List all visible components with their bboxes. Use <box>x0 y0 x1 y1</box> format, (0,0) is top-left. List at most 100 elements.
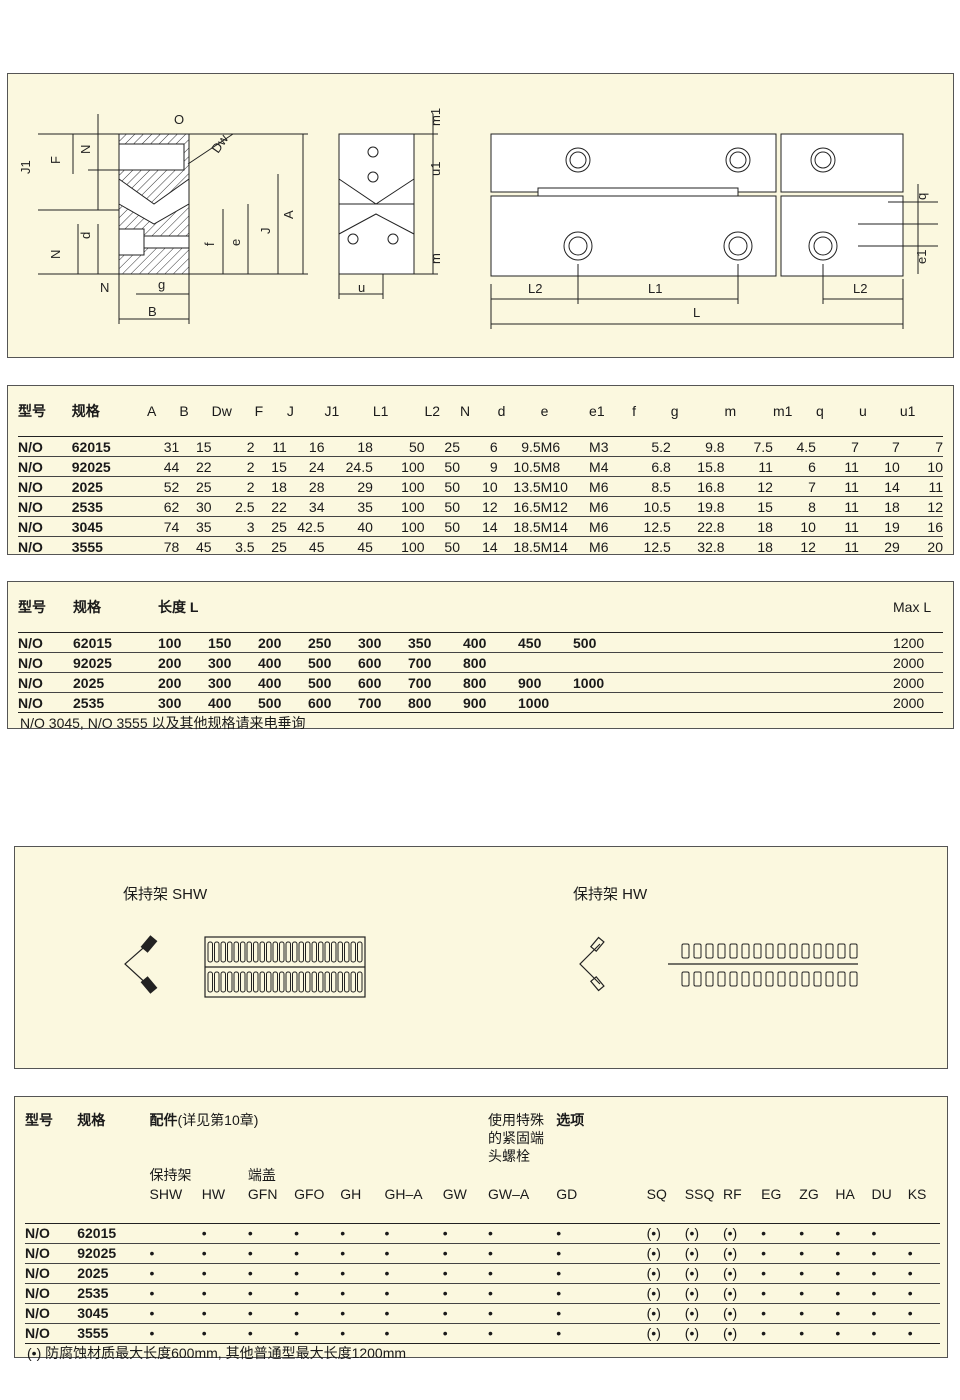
cage-slot <box>253 971 259 993</box>
value-cell: 2 <box>211 456 255 477</box>
value-cell: 18.5 <box>497 536 541 556</box>
value-cell: 45 <box>286 536 325 556</box>
type-cell: N/O <box>18 496 72 517</box>
value-cell: 10 <box>460 476 498 497</box>
value-cell: 22 <box>179 456 212 477</box>
value-cell: 12 <box>772 536 816 556</box>
availability-mark: • <box>487 1322 557 1343</box>
availability-mark: (•) <box>646 1262 685 1283</box>
value-cell: 10.5 <box>497 456 541 477</box>
cage-slot <box>285 941 291 963</box>
column-header: GFO <box>294 1186 325 1202</box>
value-cell: 32.8 <box>670 536 725 556</box>
svg-text:L2: L2 <box>528 281 542 296</box>
availability-mark: • <box>247 1262 295 1283</box>
length-cell <box>573 652 629 673</box>
cage-slot <box>324 941 330 963</box>
type-cell: N/O <box>18 652 73 673</box>
length-table-header: 型号 规格 长度 L Max L <box>18 599 932 615</box>
size-cell: 62015 <box>77 1222 150 1243</box>
value-cell: 18.5 <box>497 516 541 537</box>
availability-mark: • <box>340 1282 385 1303</box>
svg-text:m1: m1 <box>428 108 443 126</box>
value-cell: 100 <box>372 516 425 537</box>
availability-mark: • <box>384 1242 443 1263</box>
length-cell: 400 <box>208 692 258 713</box>
availability-mark: • <box>871 1242 908 1263</box>
availability-mark: • <box>761 1262 800 1283</box>
value-cell: 50 <box>424 456 460 477</box>
size-cell: 3045 <box>77 1302 150 1323</box>
cage-slot <box>753 943 762 959</box>
value-cell: 50 <box>424 516 460 537</box>
cage-slot <box>753 971 762 987</box>
type-cell: N/O <box>18 516 72 537</box>
cage-slot <box>813 971 822 987</box>
value-cell: 10 <box>899 456 943 477</box>
svg-text:B: B <box>148 304 157 319</box>
value-cell: M12 <box>540 496 590 517</box>
availability-mark: • <box>442 1262 488 1283</box>
value-cell: 15.8 <box>670 456 725 477</box>
availability-mark: • <box>835 1302 872 1323</box>
value-cell: 78 <box>147 536 180 556</box>
type-cell: N/O <box>18 672 73 693</box>
value-cell: 6.8 <box>632 456 671 477</box>
cage-slot <box>259 971 265 993</box>
value-cell: M6 <box>589 476 633 497</box>
column-header: HA <box>835 1186 855 1202</box>
value-cell: 74 <box>147 516 180 537</box>
cage-slot <box>350 971 356 993</box>
value-cell: 13.5 <box>497 476 541 497</box>
cage-slot <box>344 971 350 993</box>
availability-mark: • <box>871 1282 908 1303</box>
column-header: ZG <box>799 1186 819 1202</box>
value-cell: 12 <box>724 476 773 497</box>
svg-text:L2: L2 <box>853 281 867 296</box>
length-cell: 700 <box>358 692 408 713</box>
column-header: EG <box>761 1186 782 1202</box>
cage-slot <box>285 971 291 993</box>
cage-slot <box>837 971 846 987</box>
length-cell: 450 <box>518 632 573 653</box>
cage-slot <box>801 943 810 959</box>
value-cell: 18 <box>254 476 287 497</box>
spacer-cell <box>628 672 893 693</box>
availability-mark: • <box>247 1302 295 1323</box>
value-cell: 6 <box>460 436 498 457</box>
value-cell: 12.5 <box>632 536 671 556</box>
availability-mark: (•) <box>722 1282 762 1303</box>
value-cell: 2 <box>211 436 255 457</box>
length-cell: 1000 <box>518 692 573 713</box>
value-cell: 15 <box>254 456 287 477</box>
availability-mark: • <box>907 1282 940 1303</box>
value-cell: 45 <box>324 536 373 556</box>
value-cell: 22 <box>254 496 287 517</box>
length-table-note: N/O 3045, N/O 3555 以及其他规格请来电垂询 <box>18 712 943 732</box>
value-cell: 100 <box>372 476 425 497</box>
cage-slot <box>298 971 304 993</box>
availability-mark: • <box>871 1262 908 1283</box>
svg-text:J: J <box>258 228 273 235</box>
value-cell: 19 <box>858 516 900 537</box>
availability-mark: • <box>201 1322 248 1343</box>
cage-slot <box>337 941 343 963</box>
availability-mark: • <box>247 1282 295 1303</box>
cage-slot <box>765 943 774 959</box>
svg-text:f: f <box>202 242 217 246</box>
cage-slot <box>207 941 213 963</box>
length-cell: 300 <box>358 632 408 653</box>
cage-slot <box>825 971 834 987</box>
value-cell: 29 <box>324 476 373 497</box>
size-cell: 92025 <box>73 652 158 673</box>
availability-mark: • <box>340 1322 385 1343</box>
availability-mark: • <box>761 1302 800 1323</box>
type-cell: N/O <box>25 1222 78 1243</box>
availability-mark: • <box>835 1222 872 1243</box>
cage-slot <box>253 941 259 963</box>
